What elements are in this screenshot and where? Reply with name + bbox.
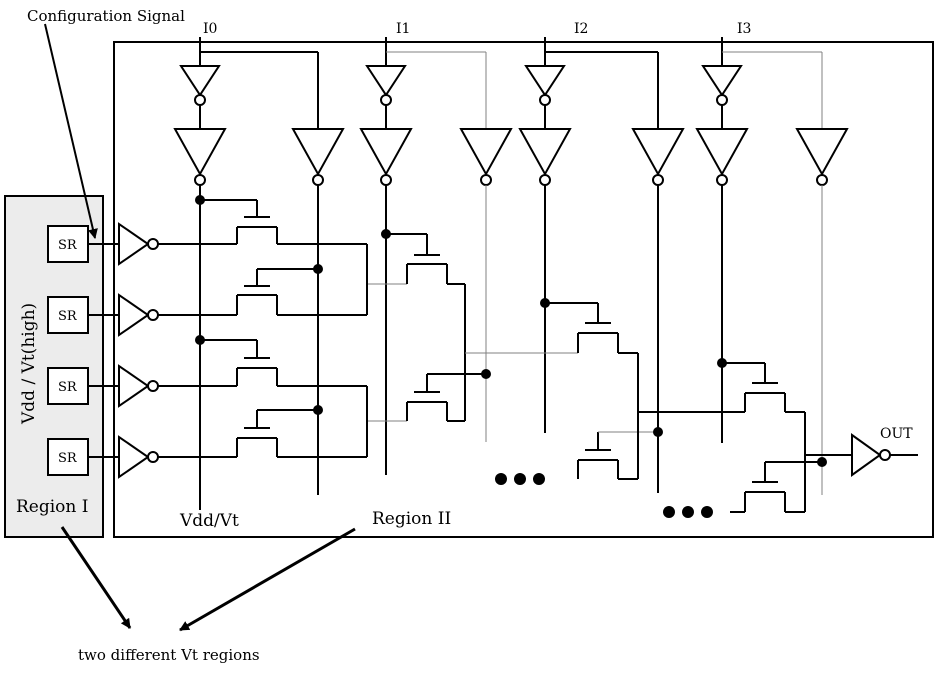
input-label-i2: I2	[574, 21, 588, 37]
inverter-gates	[173, 65, 849, 186]
output-label: OUT	[880, 426, 913, 442]
sr-label-2: SR	[58, 309, 78, 324]
input-label-i1: I1	[396, 21, 410, 37]
input-wires	[199, 37, 823, 128]
caption-label: two different Vt regions	[78, 646, 260, 664]
vertical-rails	[199, 185, 723, 510]
ellipsis-dots	[495, 473, 713, 518]
sr-label-4: SR	[58, 451, 78, 466]
input-label-i0: I0	[203, 21, 217, 37]
stage4-transistors	[638, 362, 852, 513]
region-2-box	[113, 41, 934, 538]
region2-label: Region II	[372, 509, 451, 529]
sr-label-1: SR	[58, 238, 78, 253]
stage1-transistors	[158, 199, 368, 458]
junction-dots	[195, 195, 827, 467]
annotation-arrows	[44, 23, 356, 632]
config-signal-label: Configuration Signal	[27, 7, 185, 25]
input-label-i3: I3	[737, 21, 751, 37]
sr-label-3: SR	[58, 380, 78, 395]
region1-label: Region I	[16, 497, 88, 517]
stage3-transistors	[465, 302, 658, 480]
vdd-vt-label: Vdd/Vt	[179, 511, 239, 531]
region1-vertical-label: Vdd / Vt(high)	[19, 303, 39, 425]
sr-cells	[47, 222, 159, 479]
output-buffer	[851, 433, 918, 477]
